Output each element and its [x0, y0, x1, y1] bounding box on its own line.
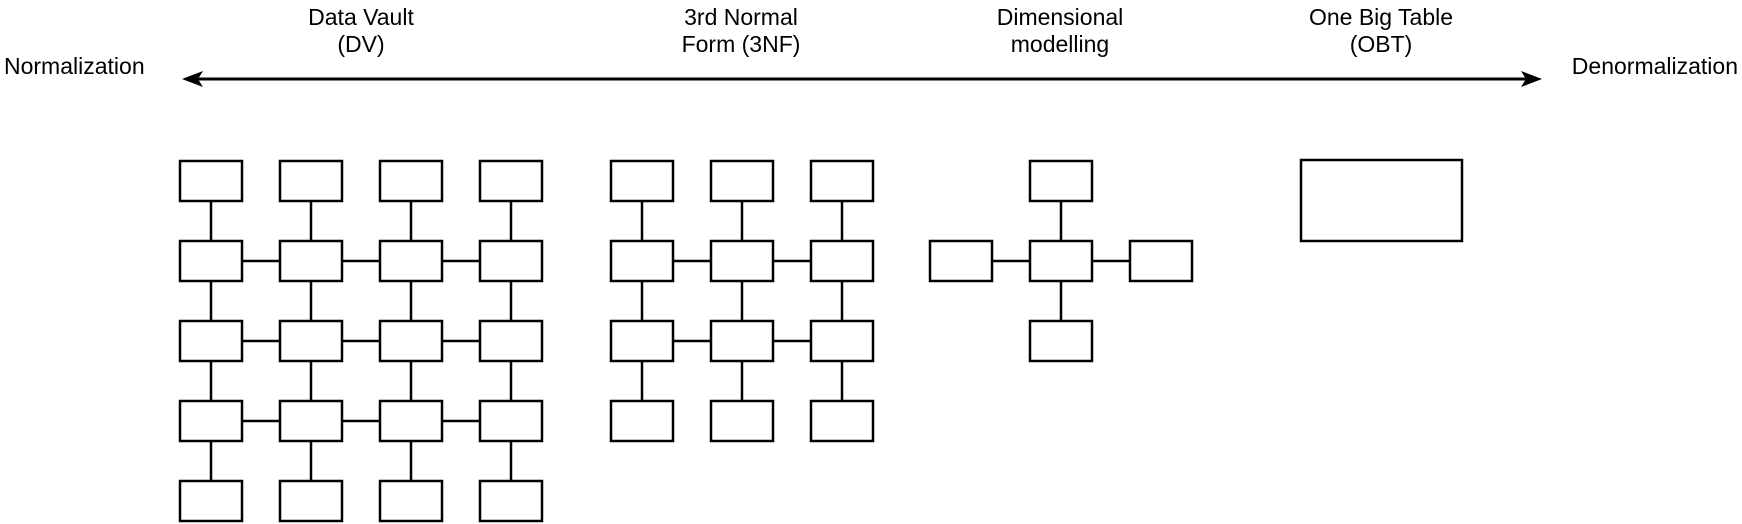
3nf-box — [709, 239, 775, 283]
data-vault-box — [178, 239, 244, 283]
denormalization-label: Denormalization — [1571, 53, 1738, 79]
data-vault-box — [178, 479, 244, 523]
data-vault-box — [378, 239, 444, 283]
data-vault-box — [278, 159, 344, 203]
data-vault-box — [378, 319, 444, 363]
data-vault-box — [278, 319, 344, 363]
dimensional-star-box — [1028, 159, 1094, 203]
obt-box — [1299, 158, 1464, 243]
3nf-box — [709, 159, 775, 203]
data-vault-box — [378, 479, 444, 523]
data-vault-box — [378, 159, 444, 203]
header-3nf: 3rd Normal Form (3NF) — [682, 4, 801, 58]
header-line: One Big Table — [1308, 4, 1454, 30]
3nf-box — [609, 239, 675, 283]
data-vault-box — [478, 159, 544, 203]
3nf-box — [609, 399, 675, 443]
header-line: Data Vault — [308, 4, 414, 30]
normalization-label: Normalization — [4, 53, 145, 79]
header-line: 3rd Normal — [684, 4, 798, 30]
data-vault-box — [478, 399, 544, 443]
header-data-vault: Data Vault (DV) — [308, 4, 414, 58]
header-obt: One Big Table (OBT) — [1309, 4, 1453, 58]
header-line: Form (3NF) — [681, 31, 801, 57]
dimensional-star-box — [928, 239, 994, 283]
3nf-box — [609, 319, 675, 363]
data-vault-box — [378, 399, 444, 443]
data-vault-box — [478, 319, 544, 363]
dimensional-star-box — [1128, 239, 1194, 283]
header-line: Dimensional — [996, 4, 1124, 30]
arrowhead-left-icon — [182, 71, 203, 87]
header-line: (OBT) — [1349, 31, 1413, 57]
data-vault-box — [278, 399, 344, 443]
arrowhead-right-icon — [1521, 71, 1542, 87]
3nf-box — [709, 399, 775, 443]
3nf-box — [609, 159, 675, 203]
3nf-box — [809, 399, 875, 443]
3nf-box — [809, 159, 875, 203]
3nf-box — [809, 319, 875, 363]
header-line: modelling — [1010, 31, 1110, 57]
dimensional-star-box — [1028, 239, 1094, 283]
data-vault-box — [178, 399, 244, 443]
data-vault-box — [278, 239, 344, 283]
data-vault-box — [478, 239, 544, 283]
header-dimensional: Dimensional modelling — [997, 4, 1124, 58]
header-line: (DV) — [337, 31, 385, 57]
data-vault-box — [178, 319, 244, 363]
data-vault-box — [178, 159, 244, 203]
3nf-box — [709, 319, 775, 363]
data-vault-box — [278, 479, 344, 523]
3nf-box — [809, 239, 875, 283]
dimensional-star-box — [1028, 319, 1094, 363]
data-vault-box — [478, 479, 544, 523]
